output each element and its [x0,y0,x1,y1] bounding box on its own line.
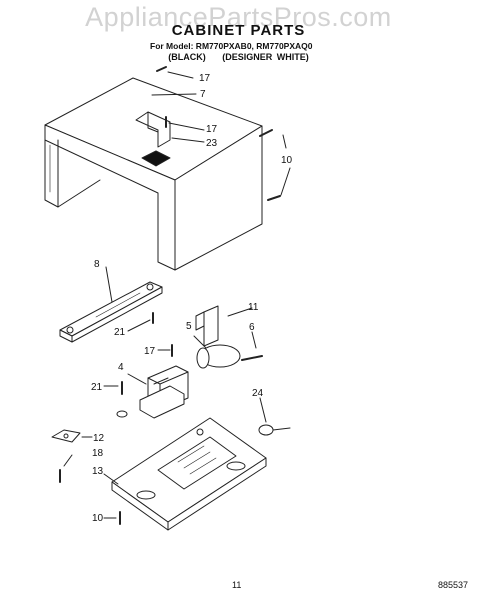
bracket-part-12 [51,429,93,443]
callout-8: 8 [94,259,100,270]
leader-23 [171,137,205,143]
transformer-part [127,365,189,419]
callout-11: 11 [248,302,259,313]
callout-17-bracket: 17 [206,124,218,135]
callout-17-top: 17 [199,73,211,84]
screw-17-bracket [165,116,205,131]
callout-21-rail: 21 [114,327,126,338]
cabinet-wrapper-part [44,77,263,271]
leader-7 [151,93,197,96]
screw-10-base [103,511,121,525]
screw-17-transformer [157,344,173,357]
capacitor-bracket-part [195,305,253,347]
callout-5: 5 [186,321,192,332]
washer-21 [116,410,128,418]
resistor-6 [241,331,263,361]
callout-7: 7 [200,89,206,100]
callout-13: 13 [92,466,104,477]
screw-21-rail [127,312,154,332]
callout-10-base: 10 [92,513,104,524]
page-title: CABINET PARTS [171,22,306,39]
callout-10-side: 10 [281,155,293,166]
callout-12: 12 [93,433,105,444]
screw-21-transformer [103,381,123,395]
color-variants: (BLACK) (DESIGNER WHITE) [0,52,477,62]
callout-18: 18 [92,448,104,459]
capacitor-part [193,335,241,369]
base-plate-part [103,417,267,531]
side-screws-10 [259,129,291,201]
watermark: AppliancePartsPros.com [85,2,392,32]
callout-23: 23 [206,138,218,149]
page-number: 11 [232,580,242,590]
callout-17-transformer: 17 [144,346,156,357]
variant-black: (BLACK) [168,52,206,62]
thermal-cutout-part [258,397,291,436]
callout-24: 24 [252,388,264,399]
screw-17-top [156,66,194,79]
variant-designer-white: (DESIGNER WHITE) [222,52,309,62]
document-number: 885537 [438,580,469,590]
base-rail-part [59,266,163,343]
callout-4: 4 [118,362,124,373]
callout-21-transformer: 21 [91,382,103,393]
screw-18 [59,454,73,483]
callout-6: 6 [249,322,255,333]
model-line: For Model: RM770PXAB0, RM770PXAQ0 [150,41,313,51]
